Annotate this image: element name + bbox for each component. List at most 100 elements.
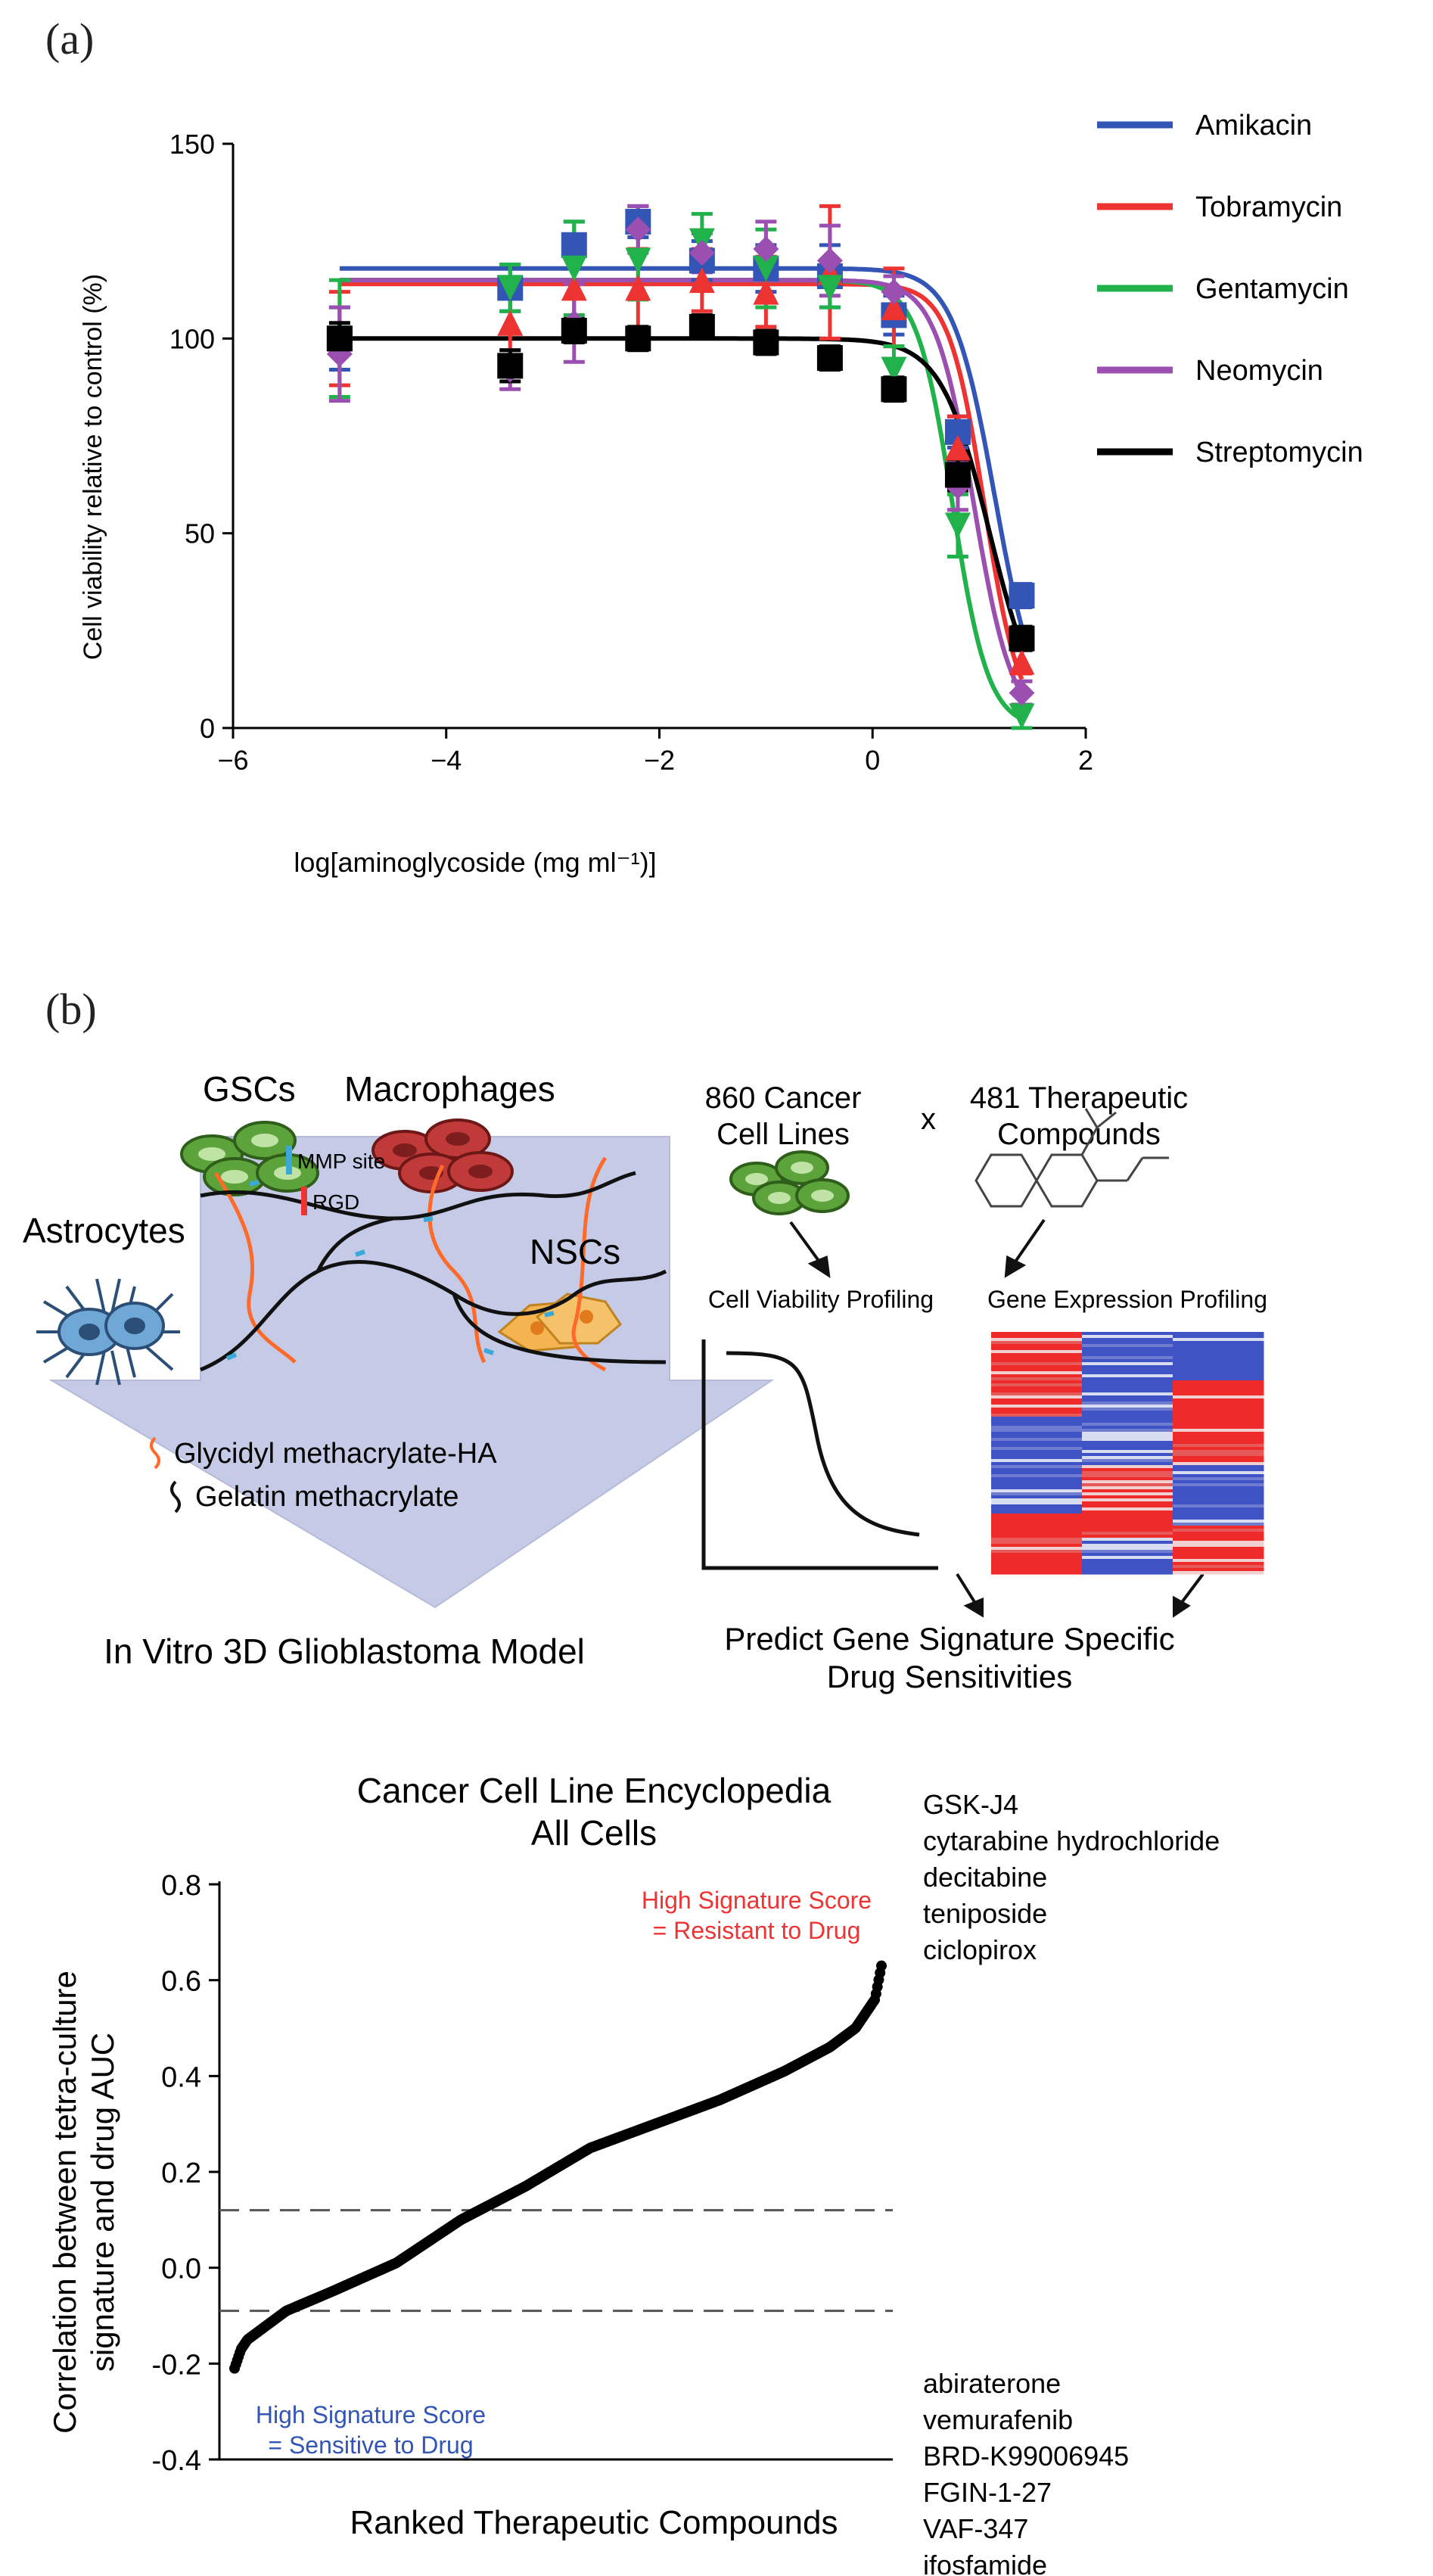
resistant-annotation-1: High Signature Score <box>642 1887 872 1914</box>
heatmap-cell <box>1082 1450 1173 1454</box>
heatmap-cell <box>1173 1474 1264 1478</box>
model-caption: In Vitro 3D Glioblastoma Model <box>104 1632 585 1671</box>
heatmap-cell <box>1082 1523 1173 1526</box>
marker-gentamycin <box>497 275 524 301</box>
heatmap-cell <box>1082 1438 1173 1442</box>
heatmap-cell <box>991 1468 1083 1472</box>
marker-gentamycin <box>753 255 779 282</box>
heatmap-cell <box>991 1344 1083 1348</box>
heatmap-cell <box>1082 1559 1173 1563</box>
heatmap-cell <box>991 1429 1083 1433</box>
bottom-compound-label: ifosfamide <box>923 2550 1047 2576</box>
heatmap-cell <box>991 1405 1083 1408</box>
heatmap-cell <box>1082 1465 1173 1469</box>
top-compound-label: ciclopirox <box>923 1934 1037 1965</box>
compound-point <box>876 1960 887 1971</box>
viability-curve-icon <box>701 1339 938 1570</box>
resistant-annotation-2: = Resistant to Drug <box>653 1917 861 1944</box>
chart-a-markers <box>326 208 1035 730</box>
heatmap-cell <box>991 1426 1083 1430</box>
heatmap-cell <box>991 1562 1083 1566</box>
heatmap-cell <box>1173 1450 1264 1454</box>
heatmap-cell <box>1173 1471 1264 1475</box>
heatmap-cell <box>991 1520 1083 1523</box>
heatmap-cell <box>991 1398 1083 1402</box>
heatmap-cell <box>1082 1501 1173 1505</box>
heatmap-cell <box>1173 1435 1264 1439</box>
cancer-cell-lines-icon <box>729 1150 850 1215</box>
predict-label-1: Predict Gene Signature Specific <box>724 1621 1174 1657</box>
heatmap-cell <box>991 1486 1083 1490</box>
marker-neomycin <box>625 216 651 243</box>
heatmap-cell <box>1082 1395 1173 1399</box>
viability-profiling-label: Cell Viability Profiling <box>708 1286 934 1313</box>
heatmap-cell <box>1082 1571 1173 1575</box>
heatmap-cell <box>1082 1365 1173 1369</box>
heatmap-cell <box>991 1341 1083 1345</box>
heatmap-cell <box>1082 1480 1173 1484</box>
heatmap-cell <box>991 1526 1083 1529</box>
heatmap-cell <box>1082 1432 1173 1436</box>
heatmap-cell <box>1173 1426 1264 1430</box>
heatmap-cell <box>1082 1562 1173 1566</box>
y-tick-label: 0.0 <box>161 2254 201 2285</box>
heatmap-cell <box>1082 1392 1173 1396</box>
heatmap-cell <box>1082 1408 1173 1411</box>
heatmap-cell <box>1173 1465 1264 1469</box>
compounds-label-2: Compounds <box>997 1118 1161 1151</box>
heatmap-cell <box>991 1523 1083 1526</box>
heatmap-cell <box>991 1350 1083 1354</box>
heatmap-cell <box>1173 1347 1264 1351</box>
sensitive-annotation-1: High Signature Score <box>256 2401 486 2428</box>
x-tick-label: −2 <box>644 745 675 776</box>
heatmap-cell <box>1173 1526 1264 1529</box>
heatmap-cell <box>1082 1338 1173 1342</box>
heatmap-cell <box>1082 1550 1173 1554</box>
y-tick-label: 0.6 <box>161 1966 201 1998</box>
legend-label-tobramycin: Tobramycin <box>1195 191 1342 223</box>
predict-label-2: Drug Sensitivities <box>827 1659 1072 1694</box>
heatmap-cell <box>1173 1441 1264 1445</box>
fit-curve-streptomycin <box>339 336 1024 646</box>
ccle-correlation-chart: -0.4-0.20.00.20.40.60.8 Cancer Cell Line… <box>47 1771 1220 2576</box>
heatmap-cell <box>991 1441 1083 1445</box>
heatmap-cell <box>1082 1417 1173 1420</box>
heatmap-cell <box>991 1535 1083 1538</box>
compounds-label-1: 481 Therapeutic <box>970 1081 1188 1115</box>
heatmap-cell <box>1173 1365 1264 1369</box>
heatmap-cell <box>1082 1435 1173 1439</box>
marker-amikacin <box>1009 583 1035 609</box>
rgd-key-icon <box>301 1187 307 1215</box>
heatmap-cell <box>1173 1517 1264 1520</box>
heatmap-cell <box>991 1474 1083 1478</box>
heatmap-cell <box>1173 1335 1264 1339</box>
fit-curve-neomycin <box>339 278 1024 695</box>
heatmap-cell <box>1173 1562 1264 1566</box>
heatmap-cell <box>1173 1544 1264 1548</box>
heatmap-cell <box>991 1480 1083 1484</box>
heatmap-cell <box>1082 1544 1173 1548</box>
heatmap-cell <box>1082 1504 1173 1508</box>
heatmap-cell <box>1082 1459 1173 1463</box>
heatmap-cell <box>991 1365 1083 1369</box>
heatmap-cell <box>991 1547 1083 1551</box>
heatmap-cell <box>1173 1504 1264 1508</box>
marker-tobramycin <box>944 434 971 461</box>
heatmap-cell <box>1082 1492 1173 1496</box>
heatmap-cell <box>1173 1423 1264 1426</box>
heatmap-cell <box>1173 1541 1264 1545</box>
heatmap-cell <box>1173 1498 1264 1502</box>
heatmap-cell <box>991 1392 1083 1396</box>
heatmap-cell <box>991 1347 1083 1351</box>
ha-legend-icon <box>150 1436 160 1470</box>
times-symbol: x <box>921 1103 936 1136</box>
top-compound-label: GSK-J4 <box>923 1789 1018 1820</box>
heatmap-cell <box>1173 1489 1264 1493</box>
marker-streptomycin <box>816 345 843 372</box>
heatmap-cell <box>1082 1453 1173 1457</box>
heatmap-cell <box>1082 1483 1173 1487</box>
heatmap-cell <box>991 1459 1083 1463</box>
y-tick-label: 50 <box>185 518 215 549</box>
heatmap-cell <box>991 1462 1083 1466</box>
